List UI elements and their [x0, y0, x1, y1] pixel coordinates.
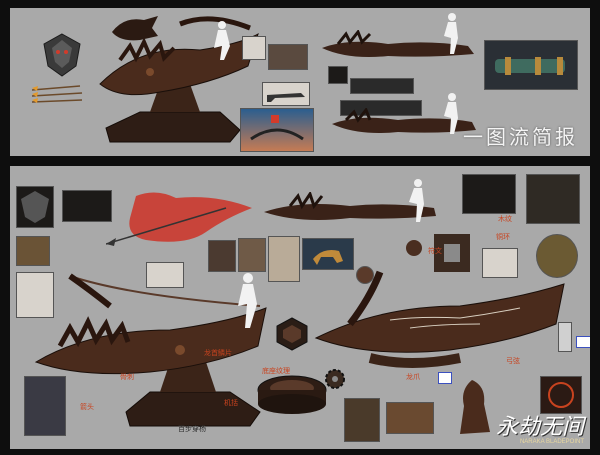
- mechanism-part-thumbnail: [350, 78, 414, 94]
- dragon-crossbow-main-render: [99, 16, 259, 143]
- trigger-part-thumbnail: [146, 262, 184, 288]
- scale-mannequin-icon: [444, 93, 458, 134]
- color-reference-thumbnail: [484, 40, 578, 90]
- dragon-emblem-icon: [43, 33, 81, 77]
- horse-reference-thumbnail: [302, 238, 354, 270]
- annotation-label: 符文: [428, 248, 442, 255]
- annotation-label: 百步穿杨: [178, 426, 206, 433]
- dragon-claw-render: [460, 380, 490, 434]
- crossbow-side-view-render: [322, 30, 474, 57]
- brand-logo: 永劫无间 NARAKA BLADEPOINT: [495, 415, 584, 446]
- gear-part-icon: [325, 369, 345, 389]
- part-callout-box: [576, 336, 590, 348]
- scale-mannequin-icon: [444, 13, 458, 54]
- carved-pattern-thumbnail: [540, 376, 582, 414]
- annotation-label: 龙爪: [406, 374, 420, 381]
- annotation-label: 箭头: [80, 404, 94, 411]
- scale-mannequin-icon: [214, 21, 230, 60]
- crossbow-with-rider-render: [332, 108, 476, 133]
- crossbow-side-view-render: [264, 192, 436, 220]
- arrows-icon: [31, 85, 83, 103]
- mask-reference-thumbnail: [16, 186, 54, 228]
- scene-screenshot-thumbnail: [240, 108, 314, 152]
- part-thumbnail: [482, 248, 518, 278]
- annotation-label: 骨刺: [120, 374, 134, 381]
- vessel-reference-thumbnail: [344, 398, 380, 442]
- scale-mannequin-icon: [409, 179, 424, 222]
- bronze-ball-thumbnail: [536, 234, 578, 278]
- annotation-label: 弓弦: [506, 358, 520, 365]
- mechanism-part-thumbnail: [340, 100, 422, 116]
- dragon-crossbow-main-render: [34, 273, 267, 427]
- crossbow-reference-thumbnail: [62, 190, 112, 222]
- annotation-label: 底座纹理: [262, 368, 290, 375]
- detail-thumbnail: [328, 66, 348, 84]
- brand-logo-text: 永劫无间: [495, 415, 584, 440]
- crossbow-reference-thumbnail: [462, 174, 516, 214]
- reference-thumbnail: [208, 240, 236, 272]
- texture-reference-thumbnail: [386, 402, 434, 434]
- pedestal-base-render: [257, 375, 327, 414]
- mechanism-reference-thumbnail: [526, 174, 580, 224]
- detail-thumbnail: [268, 44, 308, 70]
- dragon-head-reference-thumbnail: [16, 236, 50, 266]
- detail-thumbnail: [242, 36, 266, 60]
- annotation-label: 机括: [224, 400, 238, 407]
- part-callout-box: [438, 372, 452, 384]
- annotation-label: 铜环: [496, 234, 510, 241]
- dragon-head-icon: [112, 16, 158, 41]
- part-callout-box: [558, 322, 572, 352]
- page-title: 一图流简报: [463, 125, 578, 149]
- brand-subtitle: NARAKA BLADEPOINT: [519, 439, 584, 445]
- annotation-label: 龙首鳞片: [204, 350, 232, 357]
- reference-rifle-thumbnail: [262, 82, 310, 106]
- bottom-panel: 龙首鳞片 骨刺 箭头 机括 底座纹理 符文 铜环 木纹 龙爪 弓弦 百步穿杨 永…: [10, 166, 590, 449]
- reference-thumbnail: [238, 238, 266, 272]
- hexagon-part-icon: [276, 317, 308, 351]
- reference-thumbnail: [356, 266, 374, 284]
- top-panel: 一图流简报: [10, 8, 590, 156]
- statue-reference-thumbnail: [24, 376, 66, 436]
- design-silhouette-sketch: [106, 192, 252, 246]
- annotation-label: 木纹: [498, 216, 512, 223]
- crossbow-detailed-render: [314, 270, 565, 368]
- mechanism-parts-render: [406, 234, 470, 272]
- dragon-sculpture-thumbnail: [16, 272, 54, 318]
- scale-mannequin-icon: [238, 273, 257, 328]
- reference-thumbnail: [268, 236, 300, 282]
